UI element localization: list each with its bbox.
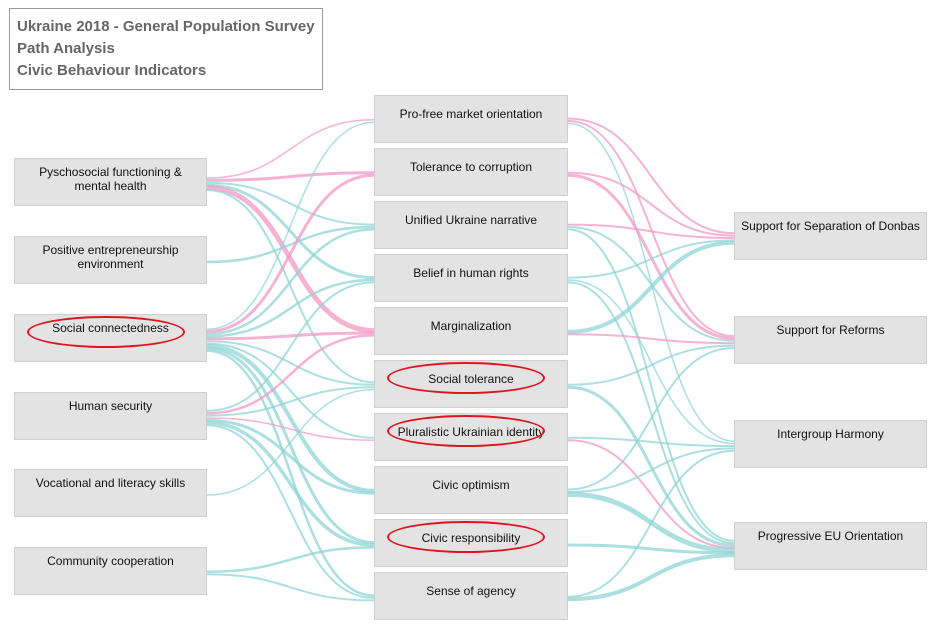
node-entre: Positive entrepreneurship environment: [14, 236, 207, 284]
node-margin: Marginalization: [374, 307, 568, 355]
link-human-optim: [206, 418, 375, 495]
node-label: Sense of agency: [426, 584, 516, 598]
link-tolcor-sep: [567, 171, 735, 237]
node-social: Social connectedness: [14, 314, 207, 362]
node-label: Social connectedness: [52, 321, 169, 335]
node-tolcor: Tolerance to corruption: [374, 148, 568, 196]
link-human-agency: [206, 424, 375, 599]
link-social-plural: [206, 342, 375, 439]
node-voc: Vocational and literacy skills: [14, 469, 207, 517]
node-label: Social tolerance: [428, 372, 514, 386]
link-margin-reform: [567, 333, 735, 345]
link-entre-unified: [206, 225, 375, 264]
node-agency: Sense of agency: [374, 572, 568, 620]
link-profree-sep: [567, 117, 735, 235]
node-psych: Pyschosocial functioning & mental health: [14, 158, 207, 206]
link-belief-sep: [567, 239, 735, 279]
link-tolcor-reform: [567, 173, 735, 340]
link-social-agency: [206, 349, 375, 597]
link-psych-unified: [206, 181, 375, 226]
link-social-unified: [206, 228, 375, 336]
node-plural: Pluralistic Ukrainian identity: [374, 413, 568, 461]
node-label: Support for Separation of Donbas: [741, 219, 920, 233]
link-unified-eu: [567, 228, 735, 542]
node-label: Intergroup Harmony: [777, 427, 884, 441]
link-margin-sep: [567, 240, 735, 334]
link-unified-reform: [567, 226, 735, 342]
link-psych-margin: [206, 185, 375, 334]
node-soctol: Social tolerance: [374, 360, 568, 408]
link-social-optim: [206, 344, 375, 493]
node-label: Support for Reforms: [776, 323, 885, 337]
link-social-margin: [206, 331, 375, 341]
link-belief-harm: [567, 279, 735, 445]
link-optim-harm: [567, 447, 735, 493]
link-psych-soctol: [206, 189, 375, 384]
link-social-tolcor: [206, 173, 375, 334]
title-line-2: Path Analysis: [17, 40, 115, 57]
node-label: Civic responsibility: [421, 531, 521, 545]
node-comm: Community cooperation: [14, 547, 207, 595]
link-optim-reform: [567, 347, 735, 491]
node-label: Civic optimism: [432, 478, 510, 492]
link-human-resp: [206, 421, 375, 547]
link-social-profree: [206, 121, 375, 330]
link-unified-sep: [567, 223, 735, 239]
node-eu: Progressive EU Orientation: [734, 522, 927, 570]
link-social-resp: [206, 346, 375, 545]
node-label: Pluralistic Ukrainian identity: [397, 425, 545, 439]
node-human: Human security: [14, 392, 207, 440]
node-label: Marginalization: [430, 319, 512, 333]
link-human-soctol: [206, 386, 375, 417]
link-agency-harm: [567, 449, 735, 598]
link-human-margin: [206, 334, 375, 415]
link-comm-resp: [206, 546, 375, 574]
link-plural-eu: [567, 439, 735, 549]
link-resp-eu: [567, 543, 735, 555]
node-label: Vocational and literacy skills: [35, 476, 186, 490]
link-soctol-eu: [567, 385, 735, 548]
link-social-soctol: [206, 340, 375, 386]
link-human-belief: [206, 281, 375, 412]
link-plural-harm: [567, 436, 735, 447]
node-label: Community cooperation: [47, 554, 174, 568]
node-label: Pyschosocial functioning & mental health: [39, 165, 182, 193]
link-psych-profree: [206, 119, 375, 179]
link-social-belief: [206, 278, 375, 338]
link-belief-eu: [567, 281, 735, 545]
node-resp: Civic responsibility: [374, 519, 568, 567]
link-psych-tolcor: [206, 171, 375, 182]
node-harm: Intergroup Harmony: [734, 420, 927, 468]
node-profree: Pro-free market orientation: [374, 95, 568, 143]
link-psych-belief: [206, 183, 375, 280]
link-comm-agency: [206, 573, 375, 602]
title-box: Ukraine 2018 - General Population Survey…: [9, 8, 323, 90]
node-optim: Civic optimism: [374, 466, 568, 514]
title-line-1: Ukraine 2018 - General Population Survey: [17, 18, 315, 35]
link-agency-eu: [567, 553, 735, 602]
link-human-plural: [206, 417, 375, 441]
node-label: Positive entrepreneurship environment: [42, 243, 179, 271]
link-soctol-reform: [567, 344, 735, 386]
node-label: Tolerance to corruption: [409, 160, 533, 174]
node-sep: Support for Separation of Donbas: [734, 212, 927, 260]
node-belief: Belief in human rights: [374, 254, 568, 302]
node-label: Unified Ukraine narrative: [404, 213, 538, 227]
node-label: Pro-free market orientation: [399, 107, 543, 121]
link-voc-soctol: [206, 388, 375, 496]
node-unified: Unified Ukraine narrative: [374, 201, 568, 249]
link-profree-reform: [567, 120, 735, 337]
node-reform: Support for Reforms: [734, 316, 927, 364]
node-label: Belief in human rights: [413, 266, 529, 280]
node-label: Progressive EU Orientation: [757, 529, 904, 543]
title-line-3: Civic Behaviour Indicators: [17, 62, 207, 79]
node-label: Human security: [68, 399, 153, 413]
